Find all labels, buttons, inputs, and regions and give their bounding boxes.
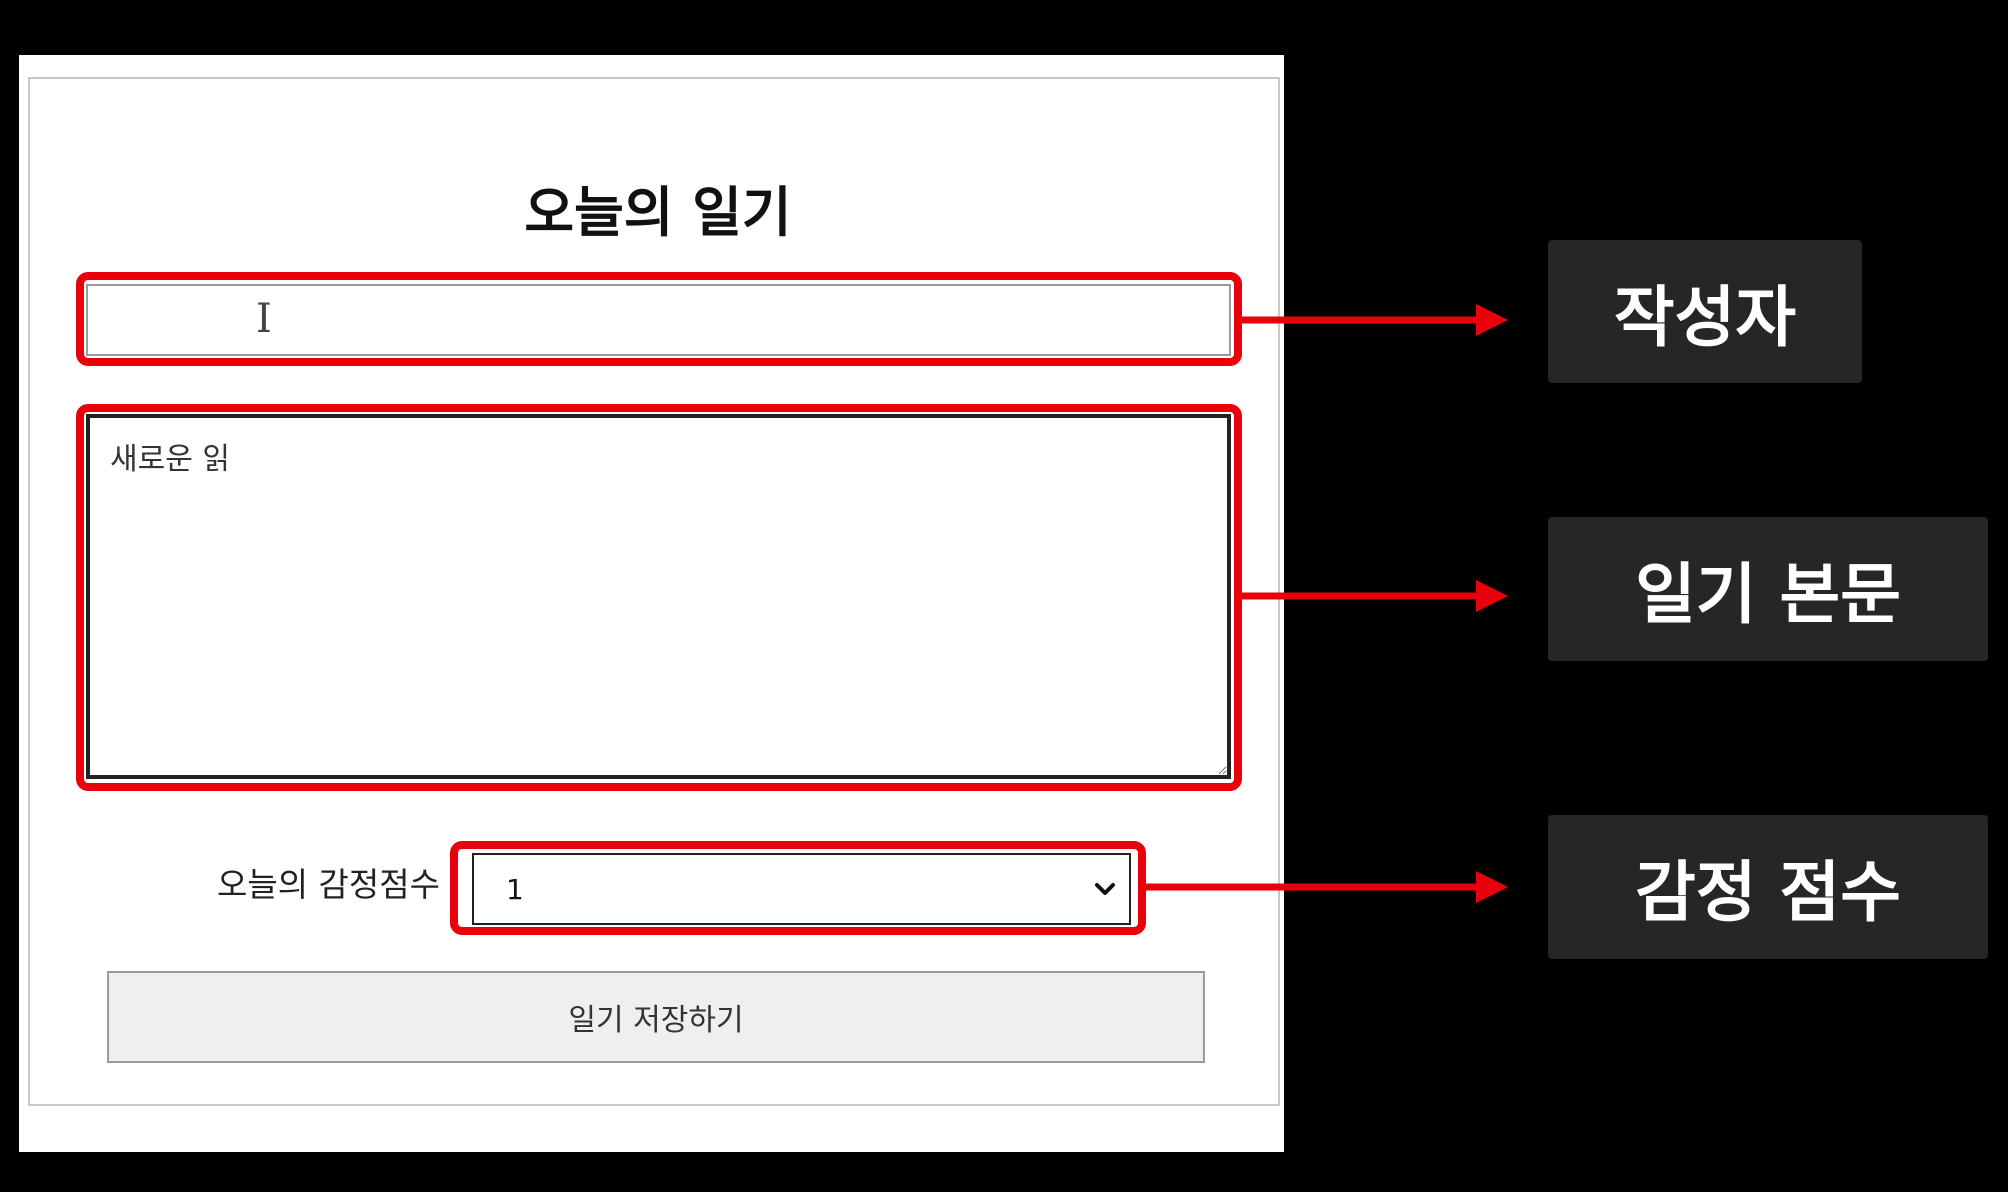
author-annotation-tag: 작성자 [1548, 240, 1862, 383]
emotion-score-label: 오늘의 감정점수 [216, 865, 440, 904]
content-annotation-tag: 일기 본문 [1548, 517, 1988, 661]
save-diary-button[interactable]: 일기 저장하기 [107, 971, 1205, 1063]
emotion-annotation-tag: 감정 점수 [1548, 815, 1988, 959]
i-beam-cursor-icon: I [256, 296, 272, 342]
page-title: 오늘의 일기 [524, 181, 792, 244]
emotion-score-select[interactable]: 1 [472, 853, 1131, 925]
diary-content-textarea[interactable]: 새로운 읽 [86, 414, 1231, 779]
emotion-arrow [1146, 871, 1508, 903]
author-highlight-box [76, 272, 1242, 366]
author-input[interactable] [86, 284, 1231, 356]
author-arrow [1242, 304, 1508, 336]
chevron-down-icon [1095, 883, 1115, 895]
emotion-highlight-box [450, 841, 1146, 935]
emotion-score-selected: 1 [506, 873, 524, 906]
content-arrow [1242, 580, 1508, 612]
content-highlight-box [76, 404, 1242, 791]
